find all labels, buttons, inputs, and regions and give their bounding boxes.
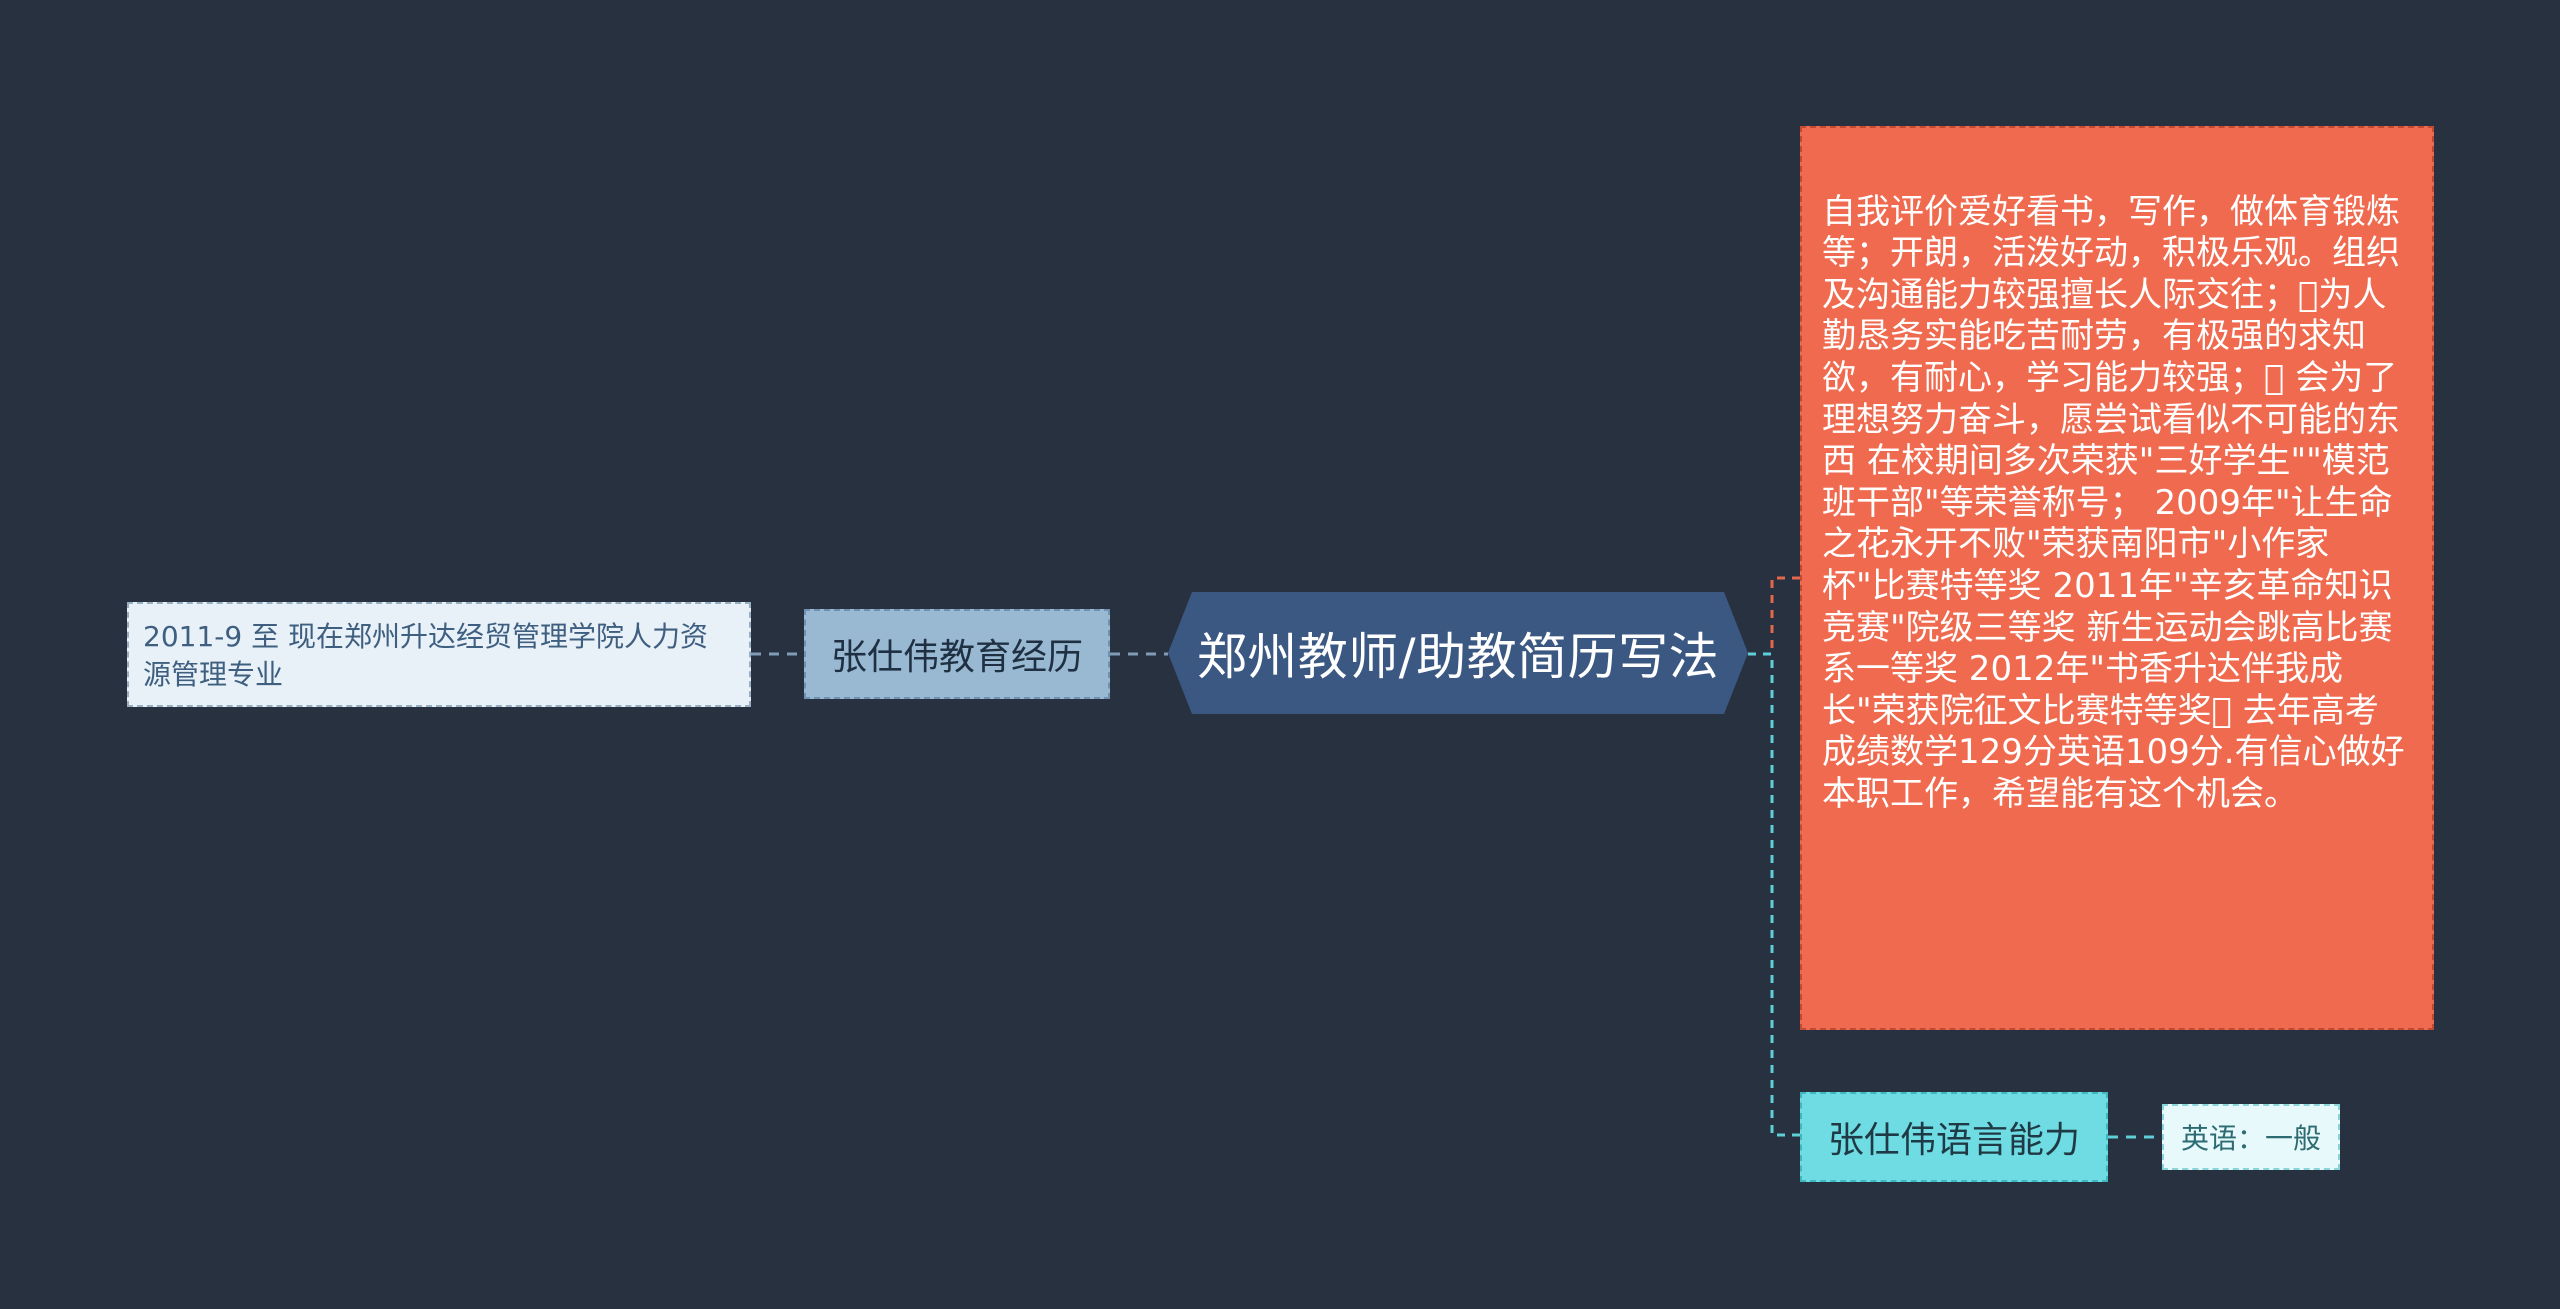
edge-self-evaluation [1748,576,1800,656]
education-leaf-text: 2011-9 至 现在郑州升达经贸管理学院人力资源管理专业 [143,620,708,691]
education-leaf-node[interactable]: 2011-9 至 现在郑州升达经贸管理学院人力资源管理专业 [127,602,751,707]
self-evaluation-text: 自我评价爱好看书，写作，做体育锻炼等；开朗，活泼好动，积极乐观。组织及沟通能力较… [1822,191,2405,814]
education-branch-label: 张仕伟教育经历 [830,637,1083,678]
language-leaf-node[interactable]: 英语：一般 [2162,1104,2340,1170]
education-branch-node[interactable]: 张仕伟教育经历 [804,609,1110,699]
language-branch-label: 张仕伟语言能力 [1827,1120,2080,1161]
edge-language-branch [1748,652,1800,1137]
root-label: 郑州教师/助教简历写法 [1196,628,1720,686]
language-leaf-text: 英语：一般 [2180,1122,2321,1155]
self-evaluation-node[interactable]: 自我评价爱好看书，写作，做体育锻炼等；开朗，活泼好动，积极乐观。组织及沟通能力较… [1800,126,2434,1030]
language-branch-node[interactable]: 张仕伟语言能力 [1800,1092,2108,1182]
root-node[interactable]: 郑州教师/助教简历写法 [1168,592,1748,714]
